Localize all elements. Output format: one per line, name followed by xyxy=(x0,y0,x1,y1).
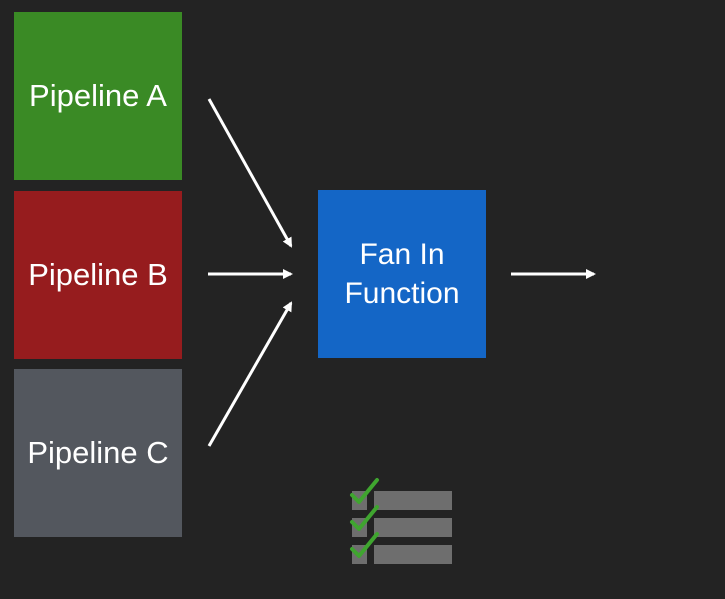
pipeline-c-node: Pipeline C xyxy=(14,369,182,537)
pipeline-b-node: Pipeline B xyxy=(14,191,182,359)
arrow-pipeline-a-to-fan-in xyxy=(207,98,293,248)
pipeline-a-label: Pipeline A xyxy=(29,77,167,113)
pipeline-a-node: Pipeline A xyxy=(14,12,182,180)
fan-in-label-line2: Function xyxy=(344,277,460,310)
checkmark-icon xyxy=(350,478,379,504)
pipeline-c-label: Pipeline C xyxy=(27,434,169,470)
checkmark-icon xyxy=(350,532,379,558)
fan-in-function-node: Fan In Function xyxy=(318,190,486,358)
pipeline-b-label: Pipeline B xyxy=(28,256,168,292)
checklist-icon xyxy=(348,478,456,564)
checklist-bar xyxy=(374,491,452,510)
fan-in-label-line1: Fan In xyxy=(359,238,445,271)
checklist-row xyxy=(348,505,456,537)
checklist-row xyxy=(348,532,456,564)
arrow-pipeline-c-to-fan-in xyxy=(207,301,293,447)
checklist-bar xyxy=(374,545,452,564)
checkmark-icon xyxy=(350,505,379,531)
checklist-bar xyxy=(374,518,452,537)
checklist-row xyxy=(348,478,456,510)
